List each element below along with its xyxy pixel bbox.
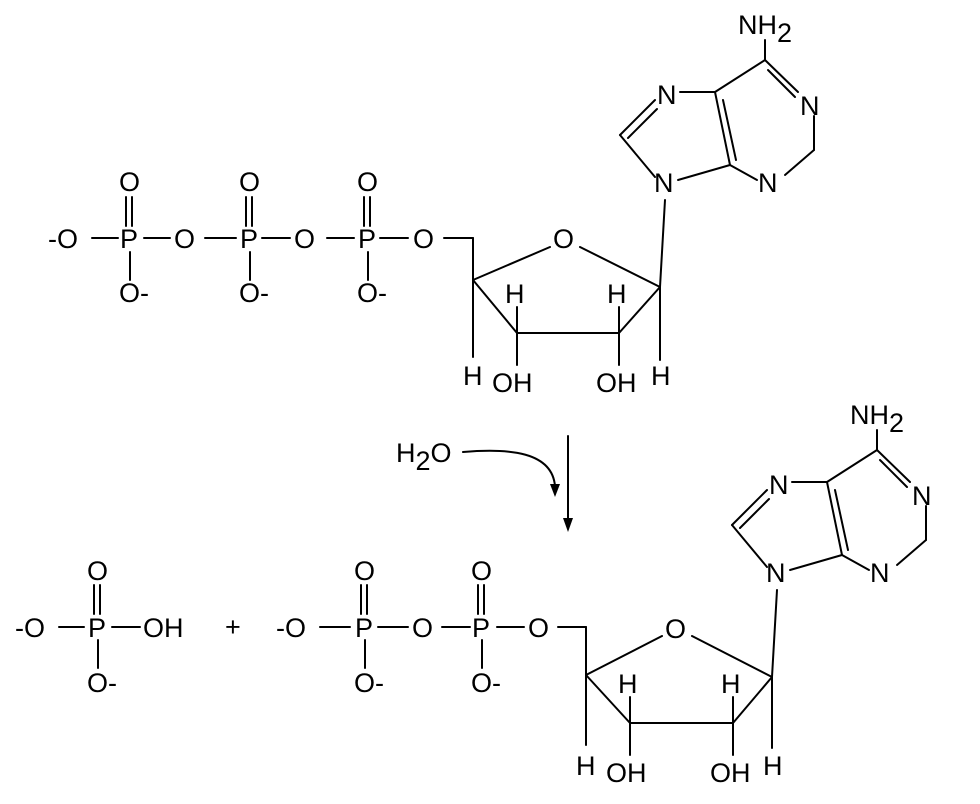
atp-amine: NH2 bbox=[738, 10, 792, 48]
adp-amine-label: NH bbox=[850, 400, 889, 430]
adp-oxygen-2-top: O bbox=[471, 556, 492, 586]
adp-adenine-bonds bbox=[731, 429, 927, 571]
adp-left-oxygen: -O bbox=[276, 613, 306, 643]
atp-nitrogen-7: N bbox=[657, 80, 677, 110]
adp-nitrogen-9: N bbox=[766, 558, 786, 588]
atp-amine-label: NH bbox=[738, 10, 777, 40]
water-o: O bbox=[431, 438, 452, 468]
atp-bridge-oxygen-1: O bbox=[174, 224, 195, 254]
atp-ring-oxygen: O bbox=[553, 224, 574, 254]
adp-h-c4: H bbox=[576, 751, 596, 781]
adp-amine: NH2 bbox=[850, 400, 904, 438]
atp-nitrogen-3: N bbox=[758, 168, 778, 198]
water-arrowhead bbox=[550, 484, 560, 497]
adp-oxygen-2-bottom: O- bbox=[471, 668, 501, 698]
atp-oxygen-2-bottom: O- bbox=[239, 278, 269, 308]
atp-nitrogen-1: N bbox=[800, 91, 820, 121]
reaction-arrow-group: H2O bbox=[396, 435, 573, 532]
adp-phosphate-bonds bbox=[319, 584, 587, 676]
atp-oxygen-3-top: O bbox=[357, 167, 378, 197]
atp-adenine-bonds bbox=[619, 39, 815, 181]
water-subscript: 2 bbox=[416, 446, 431, 476]
water-curved-arrow bbox=[462, 449, 556, 487]
phosphate-left-oxygen: -O bbox=[15, 613, 45, 643]
adp-h-c3: H bbox=[618, 669, 638, 699]
adp-ribose-bonds bbox=[585, 589, 778, 756]
atp-phosphorus-1: P bbox=[120, 224, 138, 254]
atp-oxygen-1-bottom: O- bbox=[119, 278, 149, 308]
atp-hydroxyl-c3: OH bbox=[492, 368, 533, 398]
atp-h-c4: H bbox=[463, 361, 483, 391]
adp-phosphorus-2: P bbox=[472, 613, 490, 643]
atp-hydroxyl-c2: OH bbox=[596, 368, 637, 398]
atp-oxygen-2-top: O bbox=[239, 167, 260, 197]
adp-oxygen-1-bottom: O- bbox=[354, 668, 384, 698]
adp-nitrogen-1: N bbox=[912, 481, 932, 511]
adp-oxygen-1-top: O bbox=[354, 556, 375, 586]
plus-sign: + bbox=[225, 612, 241, 642]
adp-nitrogen-3: N bbox=[870, 558, 890, 588]
water-h: H bbox=[396, 438, 416, 468]
atp-ribose-bonds bbox=[472, 199, 666, 366]
atp-h-c3: H bbox=[505, 279, 525, 309]
phosphate-top-oxygen: O bbox=[87, 556, 108, 586]
water-label: H2O bbox=[396, 438, 452, 476]
phosphate-phosphorus: P bbox=[88, 613, 106, 643]
atp-bridge-oxygen-2: O bbox=[294, 224, 315, 254]
adp-ring-oxygen: O bbox=[665, 614, 686, 644]
atp-bridge-oxygen-3: O bbox=[413, 224, 434, 254]
atp-h-c2: H bbox=[607, 279, 627, 309]
adp-h-c1: H bbox=[763, 751, 783, 781]
adp-hydroxyl-c2: OH bbox=[710, 758, 751, 788]
adp-phosphorus-1: P bbox=[355, 613, 373, 643]
phosphate-molecule: -O P O OH O- bbox=[15, 556, 184, 698]
adp-hydroxyl-c3: OH bbox=[606, 758, 647, 788]
atp-phosphorus-3: P bbox=[358, 224, 376, 254]
adp-nitrogen-7: N bbox=[769, 470, 789, 500]
phosphate-bottom-oxygen: O- bbox=[87, 668, 117, 698]
atp-phosphorus-2: P bbox=[240, 224, 258, 254]
atp-molecule: -O P O O- O P O O- O P O O- O O H H H OH… bbox=[48, 10, 820, 398]
atp-oxygen-neg: -O bbox=[48, 224, 78, 254]
atp-nitrogen-9: N bbox=[654, 168, 674, 198]
atp-amine-subscript: 2 bbox=[777, 18, 792, 48]
adp-h-c2: H bbox=[721, 669, 741, 699]
adp-bridge-oxygen-2: O bbox=[528, 613, 549, 643]
phosphate-hydroxyl: OH bbox=[143, 613, 184, 643]
reaction-arrowhead bbox=[563, 518, 573, 532]
atp-h-c1: H bbox=[651, 361, 671, 391]
adp-bridge-oxygen-1: O bbox=[412, 613, 433, 643]
atp-oxygen-1-top: O bbox=[119, 167, 140, 197]
adp-amine-subscript: 2 bbox=[889, 408, 904, 438]
adp-molecule: -O P O O- O P O O- O O H H H OH OH H N N… bbox=[276, 400, 932, 788]
atp-phosphate-bonds bbox=[91, 196, 474, 281]
atp-oxygen-3-bottom: O- bbox=[357, 278, 387, 308]
